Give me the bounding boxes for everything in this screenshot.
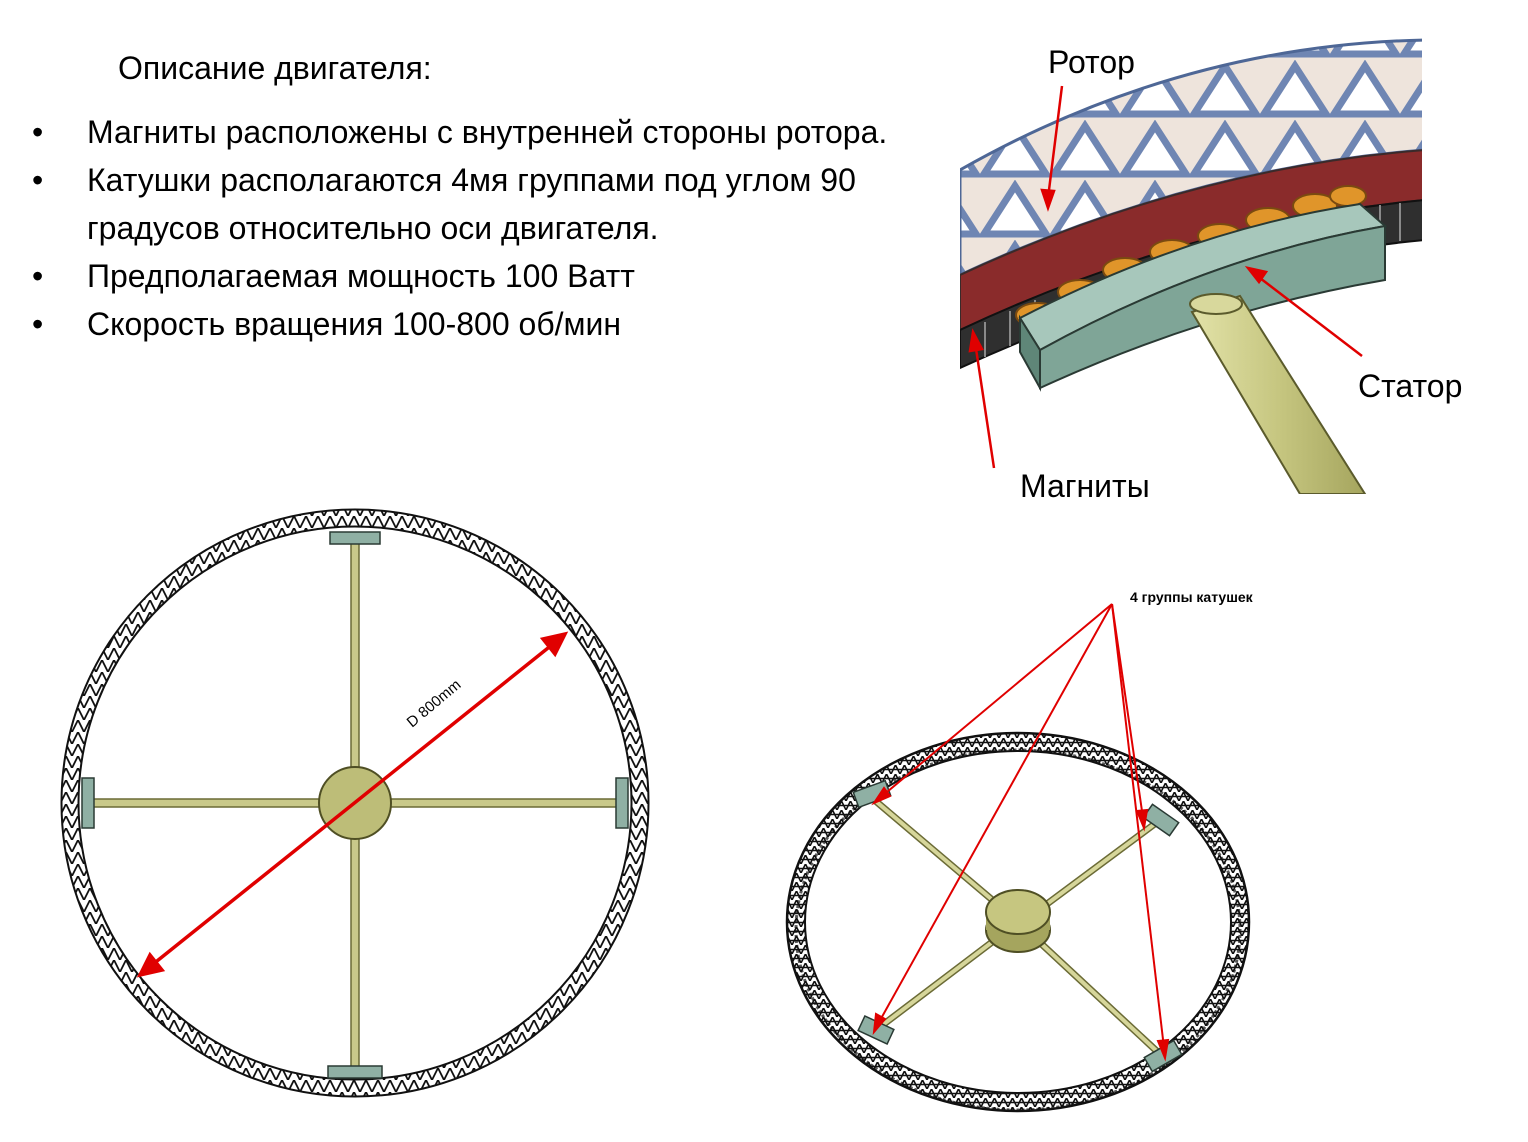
- coil-blocks: [81, 531, 629, 1079]
- bullet-dot: •: [32, 258, 44, 294]
- bullet-text: Предполагаемая мощность 100 Ватт: [87, 258, 635, 294]
- rotor-stator-closeup: [960, 38, 1422, 494]
- closeup-arrows: [968, 85, 1363, 469]
- hub-3d: [985, 889, 1051, 935]
- truss-ring: [61, 509, 649, 1097]
- bullet-item: • Скорость вращения 100-800 об/мин: [30, 300, 910, 348]
- bullet-text: Скорость вращения 100-800 об/мин: [87, 306, 622, 342]
- bullet-item: • Катушки располагаются 4мя группами под …: [30, 156, 910, 252]
- coil-blocks-3d: [852, 779, 1183, 1073]
- slide-title: Описание двигателя:: [118, 50, 432, 86]
- bullet-text: Магниты расположены с внутренней стороны…: [87, 114, 888, 150]
- stator-label: Статор: [1358, 368, 1463, 404]
- rotor-label: Ротор: [1048, 44, 1135, 80]
- isometric-wheel: [785, 731, 1251, 1113]
- magnets-label: Магниты: [1020, 468, 1150, 504]
- bullet-dot: •: [32, 306, 44, 342]
- bullet-list: • Магниты расположены с внутренней сторон…: [30, 108, 910, 348]
- bullet-item: • Предполагаемая мощность 100 Ватт: [30, 252, 910, 300]
- coil-group-arrows: [871, 603, 1170, 1062]
- bullet-dot: •: [32, 162, 44, 198]
- bullet-dot: •: [32, 114, 44, 150]
- diameter-arrow: [136, 631, 569, 978]
- bullet-text: Катушки располагаются 4мя группами под у…: [87, 162, 856, 246]
- coil-groups-label: 4 группы катушек: [1130, 589, 1253, 605]
- bullet-item: • Магниты расположены с внутренней сторон…: [30, 108, 910, 156]
